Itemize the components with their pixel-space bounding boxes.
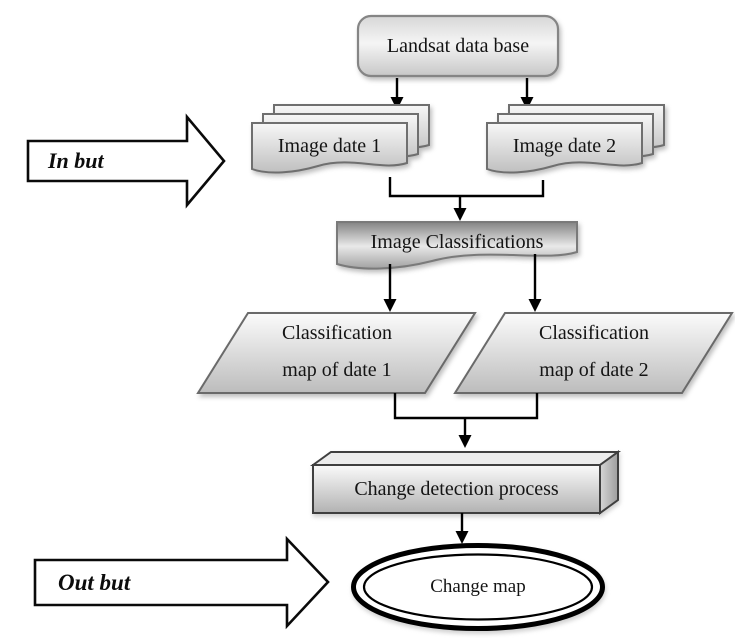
output-block-arrow <box>33 535 330 630</box>
image-classifications-document <box>336 221 578 270</box>
image-date-2-multidocument <box>486 104 665 174</box>
arrowhead-to-map-2 <box>528 299 542 312</box>
connector-maps-to-change-detection <box>393 393 539 437</box>
classification-map-2-parallelogram <box>453 312 734 394</box>
connector-classifications-to-maps <box>388 254 537 301</box>
arrowhead-to-change-detection <box>458 435 472 448</box>
arrowhead-to-map-1 <box>383 299 397 312</box>
landsat-database-shape <box>356 14 560 78</box>
image-date-1-multidocument <box>251 104 430 174</box>
input-block-arrow <box>26 113 226 209</box>
arrowhead-to-image-date-1 <box>390 97 404 110</box>
arrowhead-to-image-date-2 <box>520 97 534 110</box>
change-map-ellipse <box>351 543 605 631</box>
connector-landsat-to-dates <box>395 78 529 99</box>
arrowhead-to-change-map <box>455 531 469 544</box>
arrowhead-to-image-classifications <box>453 208 467 221</box>
classification-map-1-parallelogram <box>196 312 477 394</box>
connector-dates-to-classifications <box>388 177 545 210</box>
change-detection-box <box>309 450 622 515</box>
